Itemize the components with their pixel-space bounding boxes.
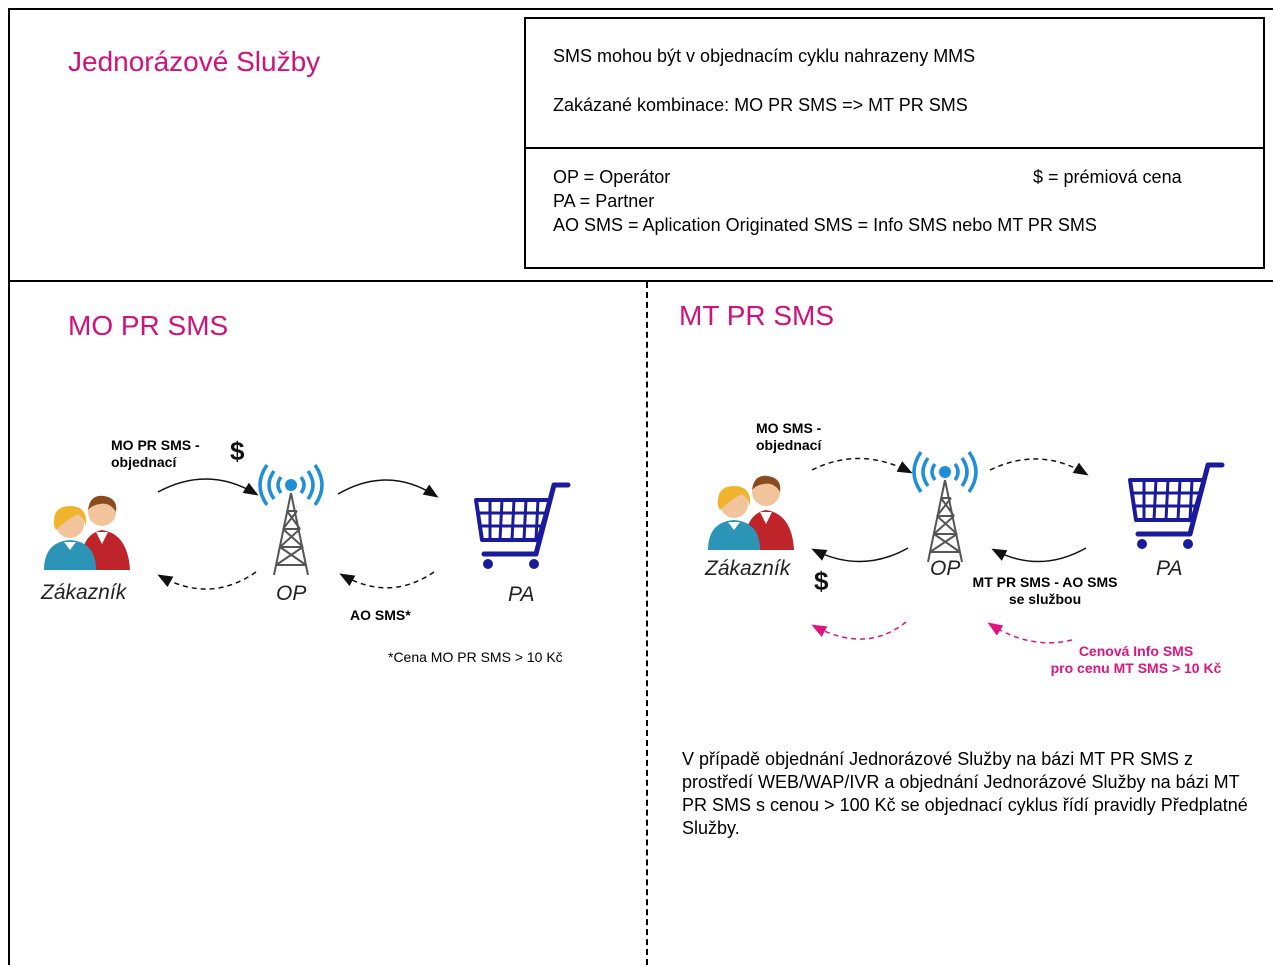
customer-label: Zákazník	[41, 581, 127, 604]
mt-order-label: MO SMS - objednací	[756, 420, 822, 453]
top-frame	[8, 8, 1273, 280]
legend-ao-sms: AO SMS = Aplication Originated SMS = Inf…	[553, 215, 1097, 235]
info-line-forbidden: Zakázané kombinace: MO PR SMS => MT PR S…	[553, 95, 968, 115]
pa-to-op-arrow-right	[991, 547, 1087, 563]
op-to-pa-arrow	[337, 479, 439, 498]
pa-label: PA	[508, 583, 535, 606]
info-sms-arrow-to-op	[987, 622, 1073, 644]
op-label: OP	[276, 582, 307, 605]
tower-icon-right	[912, 450, 978, 563]
left-frame-line	[8, 280, 10, 965]
op-label-right: OP	[930, 557, 961, 580]
info-box-separator	[526, 147, 1263, 149]
section-divider	[8, 280, 1273, 282]
pa-to-op-arrow	[339, 571, 435, 589]
mo-footnote: *Cena MO PR SMS > 10 Kč	[388, 649, 563, 665]
mo-pr-sms-title: MO PR SMS	[68, 310, 229, 341]
op-to-customer-arrow	[157, 571, 257, 590]
legend-premium-price: $ = prémiová cena	[1033, 167, 1182, 187]
shopping-cart-icon	[474, 482, 571, 569]
legend-pa: PA = Partner	[553, 191, 655, 211]
tower-icon	[258, 463, 324, 576]
op-to-customer-arrow-right	[811, 547, 909, 563]
info-box: SMS mohou být v objednacím cyklu nahraze…	[524, 17, 1265, 269]
mt-pr-sms-title: MT PR SMS	[679, 300, 835, 331]
customer-label-right: Zákazník	[705, 557, 791, 580]
customer-icon-right	[708, 475, 794, 550]
mt-note-paragraph: V případě objednání Jednorázové Služby n…	[682, 749, 1248, 838]
mo-sms-order-arrow	[811, 457, 913, 474]
info-line-mms: SMS mohou být v objednacím cyklu nahraze…	[553, 46, 976, 66]
mo-order-label: MO PR SMS - objednací	[111, 437, 200, 470]
dollar-icon: $	[230, 436, 245, 466]
column-divider	[646, 282, 648, 965]
pa-label-right: PA	[1156, 557, 1183, 580]
page-title: Jednorázové Služby	[68, 46, 321, 77]
op-to-pa-arrow-right	[989, 458, 1089, 476]
price-info-label: Cenová Info SMS pro cenu MT SMS > 10 Kč	[1050, 643, 1222, 676]
shopping-cart-icon-right	[1128, 462, 1225, 549]
legend-op: OP = Operátor	[553, 167, 671, 187]
customer-icon	[44, 495, 130, 570]
dollar-icon-right: $	[814, 566, 829, 596]
mt-service-label: MT PR SMS - AO SMS se službou	[972, 574, 1118, 607]
ao-sms-label: AO SMS*	[350, 607, 411, 623]
mo-order-arrow	[157, 478, 259, 496]
info-sms-arrow-to-customer	[811, 621, 907, 640]
